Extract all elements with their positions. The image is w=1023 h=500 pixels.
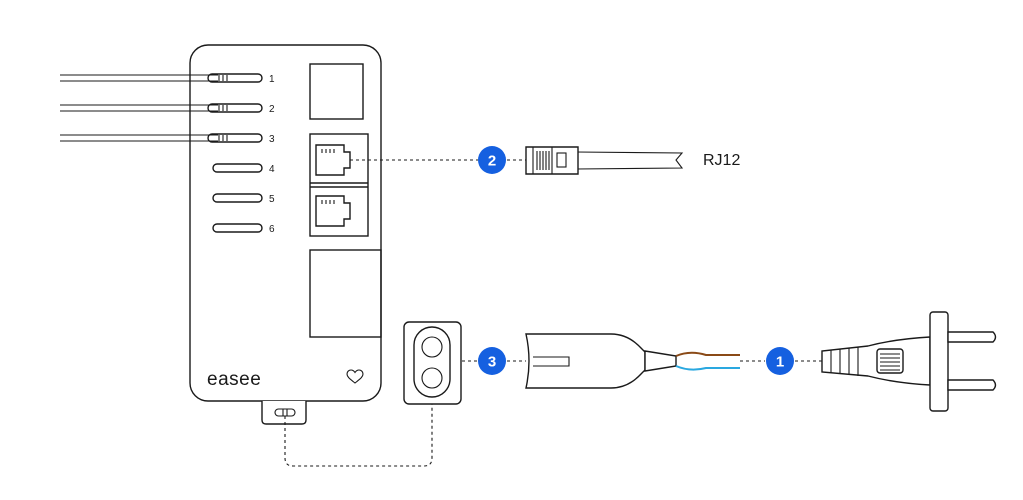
step-badge-3: 3 [478, 347, 506, 375]
terminal-wires [60, 74, 228, 142]
connection-lines [284, 159, 822, 467]
terminal-slot [212, 163, 263, 173]
terminal-slots [207, 73, 263, 233]
terminal-number: 3 [269, 134, 275, 145]
step-badge-number: 2 [488, 153, 496, 170]
schuko-plug-icon [821, 311, 997, 412]
rj12-label: RJ12 [703, 152, 740, 169]
device-bottom-module [309, 249, 382, 338]
terminal-number: 4 [269, 164, 275, 175]
terminal-slot [212, 193, 263, 203]
brand-logo: easee [207, 369, 261, 390]
step-badge-number: 1 [776, 354, 784, 371]
terminal-number: 1 [269, 74, 275, 85]
terminal-slot [207, 73, 263, 83]
heart-icon [346, 369, 364, 384]
terminal-numbers: 1 2 3 4 5 6 [269, 74, 275, 235]
terminal-number: 6 [269, 224, 275, 235]
step-badge-2: 2 [478, 146, 506, 174]
device-bottom-tab [261, 401, 307, 425]
rj-port-icon [315, 195, 351, 227]
rj12-connector: RJ12 [525, 146, 740, 175]
terminal-slot [212, 223, 263, 233]
device-unit: 1 2 3 4 5 6 easee [60, 44, 382, 425]
terminal-slot [207, 133, 263, 143]
device-top-module [309, 63, 364, 120]
terminal-number: 5 [269, 194, 275, 205]
power-cable [525, 333, 740, 389]
terminal-number: 2 [269, 104, 275, 115]
rj-ports-housing [309, 133, 369, 237]
terminal-slot [207, 103, 263, 113]
device-body [189, 44, 382, 402]
step-badge-1: 1 [766, 347, 794, 375]
step-badge-number: 3 [488, 354, 496, 371]
power-socket-icon [403, 321, 462, 405]
rj-port-icon [315, 144, 351, 176]
